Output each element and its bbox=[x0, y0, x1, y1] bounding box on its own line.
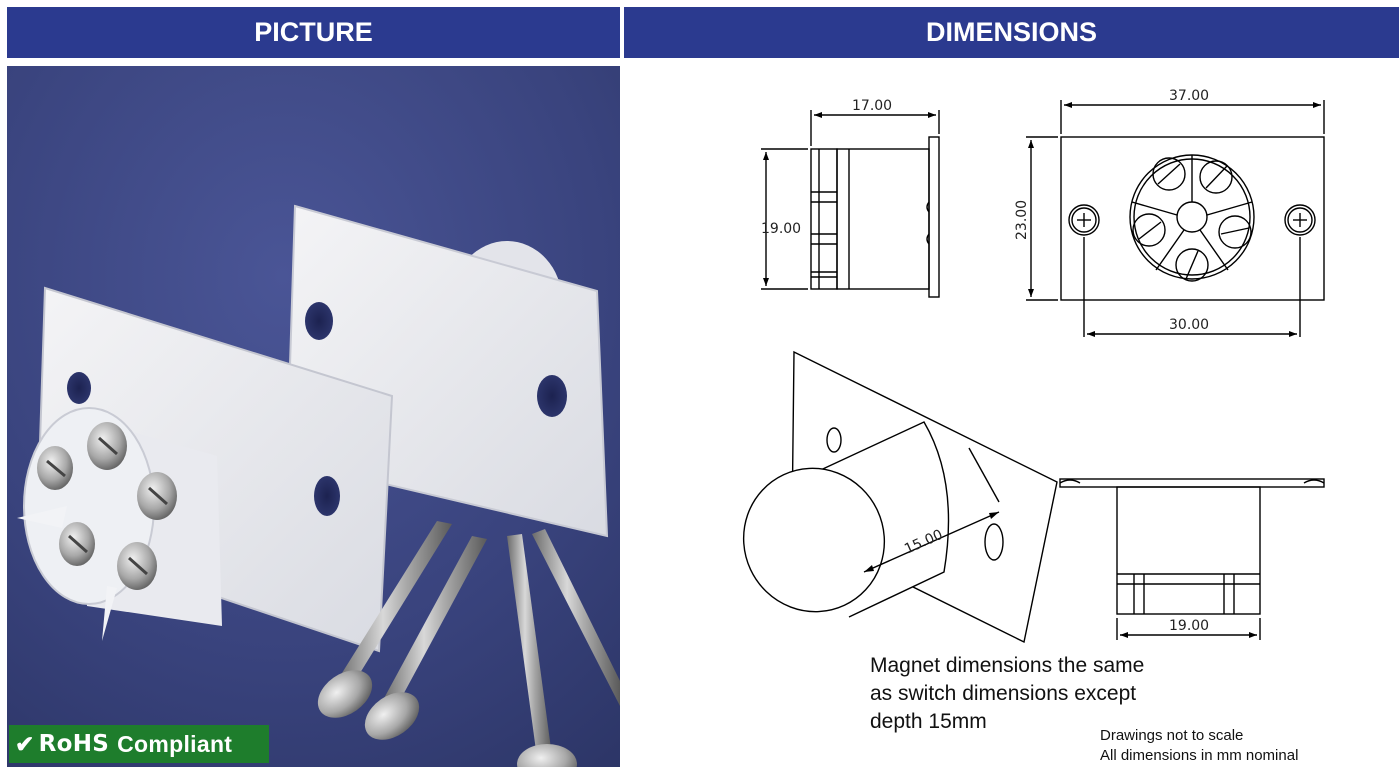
note-line-2: as switch dimensions except bbox=[870, 682, 1137, 705]
dim-front-height: 23.00 bbox=[1014, 200, 1030, 240]
picture-header: PICTURE bbox=[7, 7, 620, 58]
scale-note-line-1: Drawings not to scale bbox=[1100, 727, 1244, 744]
note-line-1: Magnet dimensions the same bbox=[870, 654, 1145, 677]
rohs-label: RoHS bbox=[38, 731, 110, 757]
dim-front-width: 37.00 bbox=[1169, 88, 1209, 104]
dim-hole-spacing: 30.00 bbox=[1169, 317, 1209, 333]
dimensions-header: DIMENSIONS bbox=[624, 7, 1399, 58]
compliant-label: Compliant bbox=[117, 730, 233, 757]
product-photo-illustration bbox=[7, 66, 620, 767]
dim-side-width: 17.00 bbox=[852, 98, 892, 114]
scale-note-line-2: All dimensions in mm nominal bbox=[1100, 747, 1299, 764]
picture-header-label: PICTURE bbox=[254, 17, 373, 47]
checkmark-icon: ✔ bbox=[15, 730, 35, 757]
scale-note: Drawings not to scale All dimensions in … bbox=[1100, 726, 1298, 766]
dimensions-header-label: DIMENSIONS bbox=[925, 17, 1098, 47]
rohs-compliant-badge: ✔ RoHS Compliant bbox=[9, 725, 269, 763]
product-photo bbox=[7, 66, 620, 767]
note-line-3: depth 15mm bbox=[870, 710, 987, 733]
magnet-dimension-note: Magnet dimensions the same as switch dim… bbox=[870, 652, 1210, 736]
dim-side-height: 19.00 bbox=[761, 221, 801, 237]
dimension-drawing: 17.00 19.00 37.00 23.00 30.00 15.00 19.0… bbox=[742, 88, 1325, 644]
dim-bottom-width: 19.00 bbox=[1169, 618, 1209, 634]
